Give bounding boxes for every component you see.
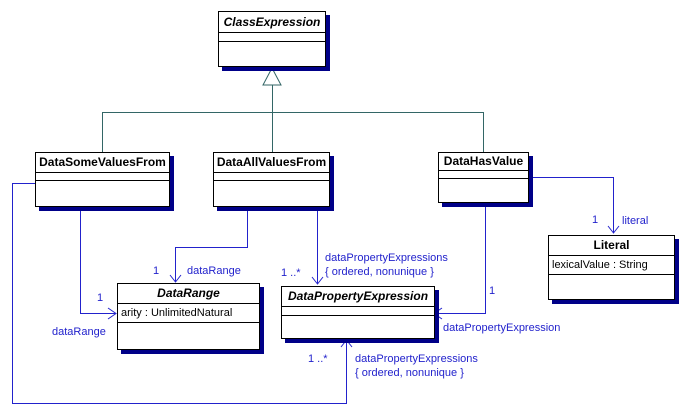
role-label-datapropertyexpression[interactable]: dataPropertyExpression <box>443 322 561 334</box>
role-label-datarange[interactable]: dataRange <box>187 265 241 277</box>
constraint-label[interactable]: { ordered, nonunique } <box>325 266 434 278</box>
role-label-datarange[interactable]: dataRange <box>52 326 106 338</box>
operations-compartment <box>214 181 329 206</box>
attribute-arity: arity : UnlimitedNatural <box>118 304 259 323</box>
edge-hasvalue-literal[interactable] <box>527 177 620 234</box>
operations-compartment <box>118 323 259 349</box>
class-title: DataPropertyExpression <box>282 287 434 307</box>
multiplicity-label[interactable]: 1 ..* <box>281 267 301 279</box>
class-datahasvalue[interactable]: DataHasValue <box>438 152 529 203</box>
class-title: DataHasValue <box>439 153 528 171</box>
operations-compartment <box>219 42 325 66</box>
operations-compartment <box>439 179 528 202</box>
class-literal[interactable]: Literal lexicalValue : String <box>548 235 675 300</box>
multiplicity-label[interactable]: 1 <box>489 285 496 297</box>
operations-compartment <box>36 181 169 206</box>
attributes-compartment <box>439 171 528 179</box>
role-label-datapropertyexpressions[interactable]: dataPropertyExpressions <box>355 353 478 365</box>
attributes-compartment <box>36 173 169 181</box>
multiplicity-label[interactable]: 1 <box>153 265 160 277</box>
open-arrowhead-right-icon <box>107 307 117 320</box>
class-datapropertyexpression[interactable]: DataPropertyExpression <box>281 286 435 339</box>
class-title: Literal <box>549 236 674 256</box>
open-arrowhead-down-icon <box>311 276 324 285</box>
role-label-literal[interactable]: literal <box>622 215 649 227</box>
constraint-label[interactable]: { ordered, nonunique } <box>355 367 464 379</box>
role-label-datapropertyexpressions[interactable]: dataPropertyExpressions <box>325 252 448 264</box>
open-arrowhead-down-icon <box>607 225 620 234</box>
multiplicity-label[interactable]: 1 ..* <box>308 353 328 365</box>
open-arrowhead-left-icon <box>433 307 443 320</box>
class-title: ClassExpression <box>219 12 325 33</box>
attributes-compartment <box>214 173 329 181</box>
class-datasomevaluesfrom[interactable]: DataSomeValuesFrom <box>35 152 170 207</box>
attribute-lexicalvalue: lexicalValue : String <box>549 256 674 275</box>
open-arrowhead-down-icon <box>169 274 182 283</box>
open-arrowhead-up-icon <box>340 339 353 348</box>
generalization-triangle-icon <box>262 66 282 86</box>
class-dataallvaluesfrom[interactable]: DataAllValuesFrom <box>213 152 330 207</box>
edge-allvaluesfrom-datapropertyexpression[interactable] <box>311 207 324 285</box>
multiplicity-label[interactable]: 1 <box>97 292 104 304</box>
multiplicity-label[interactable]: 1 <box>592 214 599 226</box>
attributes-compartment <box>219 33 325 42</box>
class-title: DataRange <box>118 284 259 304</box>
class-title: DataSomeValuesFrom <box>36 153 169 173</box>
class-datarange[interactable]: DataRange arity : UnlimitedNatural <box>117 283 260 350</box>
class-title: DataAllValuesFrom <box>214 153 329 173</box>
operations-compartment <box>282 316 434 338</box>
generalization-edge[interactable] <box>102 85 484 152</box>
attributes-compartment <box>282 307 434 316</box>
class-classexpression[interactable]: ClassExpression <box>218 11 326 67</box>
operations-compartment <box>549 275 674 299</box>
